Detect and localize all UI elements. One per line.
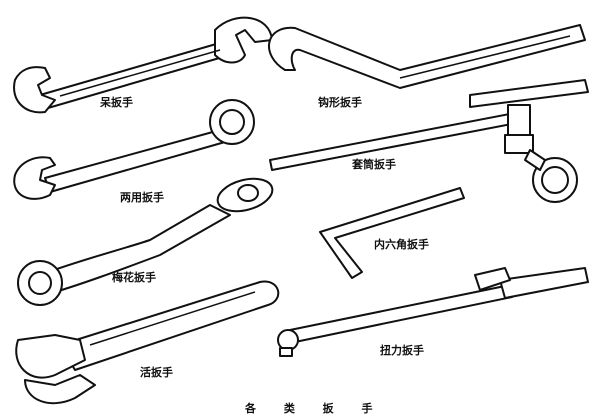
label-hex-key: 内六角扳手: [374, 238, 429, 251]
combination-wrench-drawing: [13, 99, 255, 200]
label-combination-wrench: 两用扳手: [120, 191, 164, 204]
label-torque-wrench: 扭力扳手: [380, 344, 424, 357]
label-hook-wrench: 钩形扳手: [318, 96, 362, 109]
open-end-wrench-drawing: [13, 16, 273, 114]
label-adjustable-wrench: 活扳手: [140, 366, 173, 379]
box-end-wrench-drawing: [17, 177, 274, 306]
label-socket-wrench: 套筒扳手: [352, 158, 396, 171]
hex-key-drawing: [319, 187, 465, 279]
label-open-end-wrench: 呆扳手: [100, 96, 133, 109]
torque-wrench-drawing: [277, 267, 589, 357]
diagram-caption: 各 类 扳 手: [245, 402, 385, 415]
adjustable-wrench-drawing: [15, 280, 280, 405]
label-box-end-wrench: 梅花扳手: [112, 271, 156, 284]
socket-wrench-drawing: [269, 79, 589, 203]
hook-wrench-drawing: [268, 24, 586, 89]
